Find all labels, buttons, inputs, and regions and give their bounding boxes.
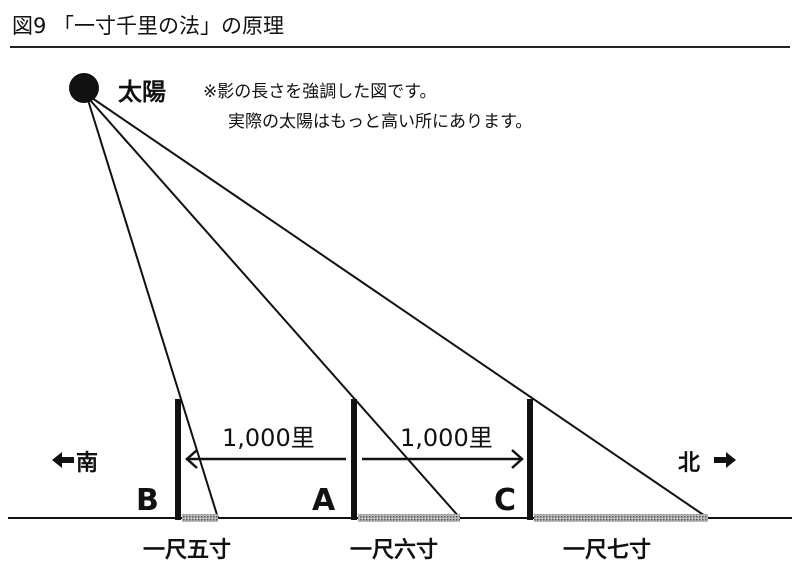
note-line-2: 実際の太陽はもっと高い所にあります。: [228, 112, 532, 132]
post-label-b: B: [136, 483, 159, 518]
shadow-c: [534, 514, 708, 522]
sun-icon: [69, 73, 99, 103]
south-arrow-icon: [52, 452, 74, 468]
figure-title: 図9 「一寸千里の法」の原理: [12, 14, 284, 38]
post-b: [175, 399, 181, 520]
post-c: [527, 399, 533, 520]
north-arrow-icon: [714, 452, 736, 468]
distance-label-right: 1,000里: [400, 424, 493, 452]
north-label: 北: [678, 451, 700, 476]
sun-ray-b: [87, 99, 219, 519]
distance-label-left: 1,000里: [222, 424, 315, 452]
distance-arrow-right: [362, 449, 524, 469]
post-a: [351, 399, 357, 520]
shadow-a: [358, 514, 460, 522]
south-label: 南: [76, 451, 98, 476]
sun-ray-c: [91, 97, 709, 519]
note-line-1: ※影の長さを強調した図です。: [203, 82, 437, 102]
post-label-c: C: [494, 483, 516, 518]
shadow-length-b: 一尺五寸: [143, 538, 231, 563]
shadow-length-c: 一尺七寸: [563, 538, 651, 563]
sun-ray-a: [89, 99, 461, 519]
post-label-a: A: [312, 483, 336, 518]
sun-label: 太陽: [118, 78, 166, 106]
shadow-length-a: 一尺六寸: [350, 538, 438, 563]
distance-arrow-left: [185, 449, 346, 469]
shadow-b: [182, 514, 218, 522]
